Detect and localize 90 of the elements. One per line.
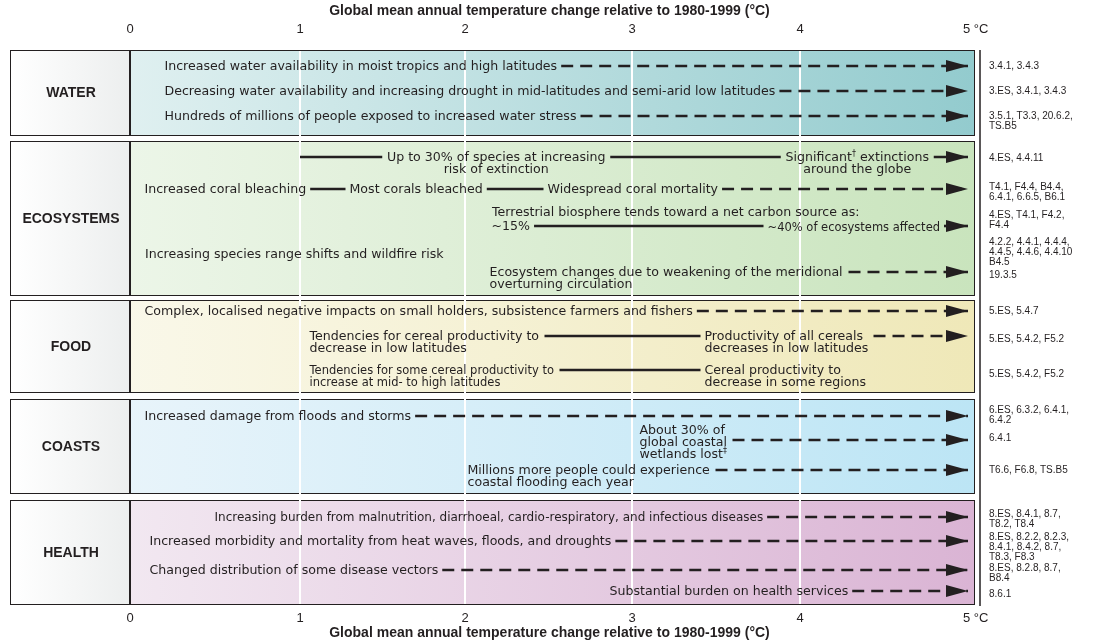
reference-text: 3.ES, 3.4.1, 3.4.3 (989, 86, 1068, 96)
connector-line (610, 155, 781, 159)
arrow (732, 434, 968, 446)
arrow (696, 305, 968, 317)
connector-line (559, 368, 701, 372)
reference-text: 4.2.2, 4.4.1, 4.4.4, 4.4.5, 4.4.6, 4.4.10 B4.5 (989, 237, 1074, 267)
axis-tick-label: 1 (296, 610, 304, 625)
reference-text: 3.5.1, T3.3, 20.6.2, TS.B5 (989, 111, 1074, 131)
sector-heading: FOOD (49, 337, 93, 354)
reference-text: 4.ES, 4.4.11 (989, 153, 1045, 163)
impact-text: Complex, localised negative impacts on small holders, subsistence farmers and fishers (144, 304, 693, 317)
arrow (561, 60, 968, 72)
impact-text: Increasing burden from malnutrition, diarrhoeal, cardio-respiratory, and infectious diseases (214, 510, 764, 523)
reference-text: 19.3.5 (989, 270, 1018, 280)
sector-heading: COASTS (40, 437, 102, 454)
reference-text: 8.ES, 8.2.8, 8.7, B8.4 (989, 563, 1062, 583)
arrow (852, 585, 968, 597)
impact-text: Tendencies for cereal productivity to decrease in low latitudes (309, 329, 541, 354)
impact-text: Productivity of all cereals decreases in low latitudes (704, 329, 870, 354)
impact-text: Increased coral bleaching (144, 182, 307, 195)
axis-tick-label: 5 °C (963, 610, 989, 625)
arrow (767, 511, 968, 523)
axis-tick-label: 3 (628, 21, 636, 36)
sector-panel (10, 500, 975, 605)
arrow (722, 183, 968, 195)
impact-text: Cereal productivity to decrease in some regions (704, 363, 868, 388)
impact-text: Changed distribution of some disease vectors (149, 563, 439, 576)
impact-text: Widespread coral mortality (547, 182, 719, 195)
reference-text: 3.4.1, 3.4.3 (989, 61, 1041, 71)
axis-tick-label: 2 (461, 610, 469, 625)
reference-text: 8.ES, 8.2.2, 8.2.3, 8.4.1, 8.4.2, 8.7, T8.3, F8.3 (989, 532, 1071, 562)
impact-text: Decreasing water availability and increasing drought in mid-latitudes and semi-arid low latitudes (164, 84, 776, 97)
reference-text: 5.ES, 5.4.2, F5.2 (989, 334, 1066, 344)
impact-text: Up to 30% of species at increasing risk of extinction (386, 150, 607, 175)
reference-text: 6.ES, 6.3.2, 6.4.1, 6.4.2 (989, 405, 1071, 425)
connector-line (300, 155, 383, 159)
connector-line (544, 334, 701, 338)
connector-line (534, 224, 764, 228)
reference-text: 5.ES, 5.4.7 (989, 306, 1040, 316)
impact-text: Hundreds of millions of people exposed to increased water stress (164, 109, 577, 122)
reference-text: 4.ES, T4.1, F4.2, F4.4 (989, 210, 1066, 230)
axis-title: Global mean annual temperature change relative to 1980-1999 (°C) (328, 624, 771, 640)
impact-text: Most corals bleached (349, 182, 483, 195)
impact-text: Ecosystem changes due to weakening of the meridional overturning circulation (489, 265, 845, 290)
sector-heading: HEALTH (42, 543, 100, 560)
reference-text: 8.ES, 8.4.1, 8.7, T8.2, T8.4 (989, 509, 1062, 529)
arrow (415, 410, 968, 422)
axis-tick-label: 3 (628, 610, 636, 625)
impact-text: Substantial burden on health services (609, 584, 849, 597)
axis-tick-label: 2 (461, 21, 469, 36)
impact-text: Increased morbidity and mortality from heat waves, floods, and droughts (149, 534, 612, 547)
sector-panel (10, 141, 975, 296)
axis-tick-label: 1 (296, 21, 304, 36)
impact-text: Increased damage from floods and storms (144, 409, 412, 422)
sector-panel (10, 50, 975, 136)
impact-text: About 30% of global coastal wetlands lost$^{‡}$ (639, 423, 729, 460)
connector-line (486, 187, 544, 191)
impact-text: ~15% (491, 219, 531, 232)
connector-line (310, 187, 346, 191)
reference-text: 8.6.1 (989, 589, 1013, 599)
reference-text: 5.ES, 5.4.2, F5.2 (989, 369, 1066, 379)
impact-text: ~40% of ecosystems affected (767, 220, 940, 233)
axis-title: Global mean annual temperature change relative to 1980-1999 (°C) (328, 2, 771, 18)
arrow (442, 564, 968, 576)
sector-panel (10, 399, 975, 494)
axis-tick-label: 5 °C (963, 21, 989, 36)
reference-text: 6.4.1 (989, 433, 1013, 443)
arrow (715, 464, 968, 476)
reference-text: T6.6, F6.8, TS.B5 (989, 465, 1069, 475)
arrow (779, 85, 968, 97)
axis-tick-label: 4 (796, 610, 804, 625)
arrow (580, 110, 968, 122)
axis-tick-label: 4 (796, 21, 804, 36)
axis-tick-label: 0 (126, 21, 134, 36)
arrow (944, 220, 968, 232)
impact-text: Increased water availability in moist tropics and high latitudes (164, 59, 558, 72)
impact-text: Tendencies for some cereal productivity to increase at mid- to high latitudes (309, 363, 556, 388)
sector-heading: WATER (45, 84, 97, 100)
axis-tick-label: 0 (126, 610, 134, 625)
sector-panel (10, 300, 975, 393)
reference-text: T4.1, F4.4, B4.4, 6.4.1, 6.6.5, B6.1 (989, 182, 1067, 202)
arrow (615, 535, 968, 547)
impact-text: Significant$^{†}$ extinctions around the globe (784, 150, 930, 175)
impact-text: Millions more people could experience coastal flooding each year (467, 463, 712, 488)
sector-heading: ECOSYSTEMS (21, 209, 121, 226)
arrow (848, 266, 968, 278)
impact-text: Increasing species range shifts and wildfire risk (145, 248, 444, 260)
impact-text: Terrestrial biosphere tends toward a net carbon source as: (492, 206, 860, 218)
arrow (933, 151, 968, 163)
arrow (873, 330, 968, 342)
